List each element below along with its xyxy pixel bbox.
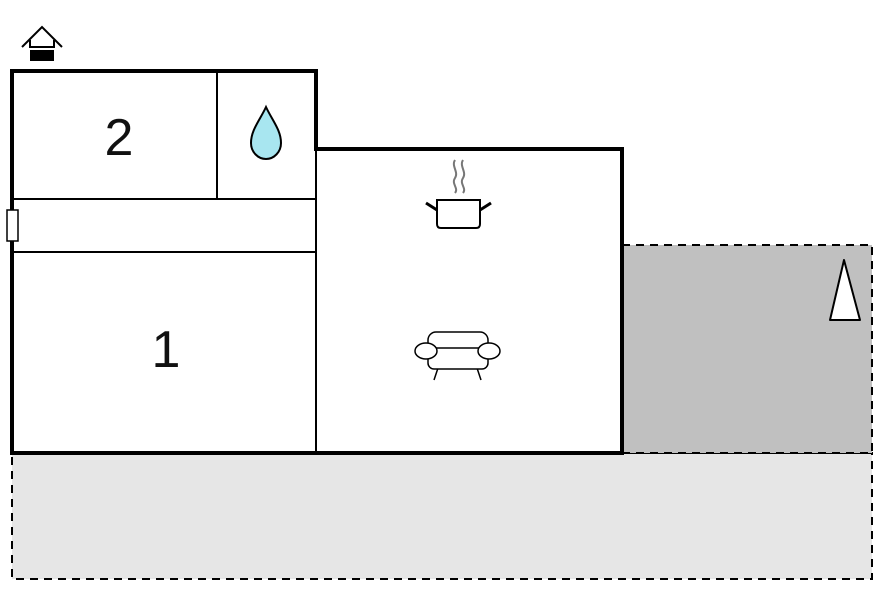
- interior-walls: [12, 71, 317, 453]
- sofa-icon: [414, 331, 501, 381]
- water-drop-icon: [249, 104, 283, 161]
- cooking-pot-icon: [425, 159, 492, 229]
- tree-icon: [829, 259, 861, 321]
- terrace-area: [621, 244, 873, 454]
- exterior-walls: [10, 69, 624, 455]
- outdoor-area: [11, 452, 873, 580]
- room-label-1: 1: [151, 321, 181, 379]
- door-icon: [6, 209, 19, 242]
- room-label-2: 2: [104, 109, 134, 167]
- house-entrance-icon: [21, 25, 63, 61]
